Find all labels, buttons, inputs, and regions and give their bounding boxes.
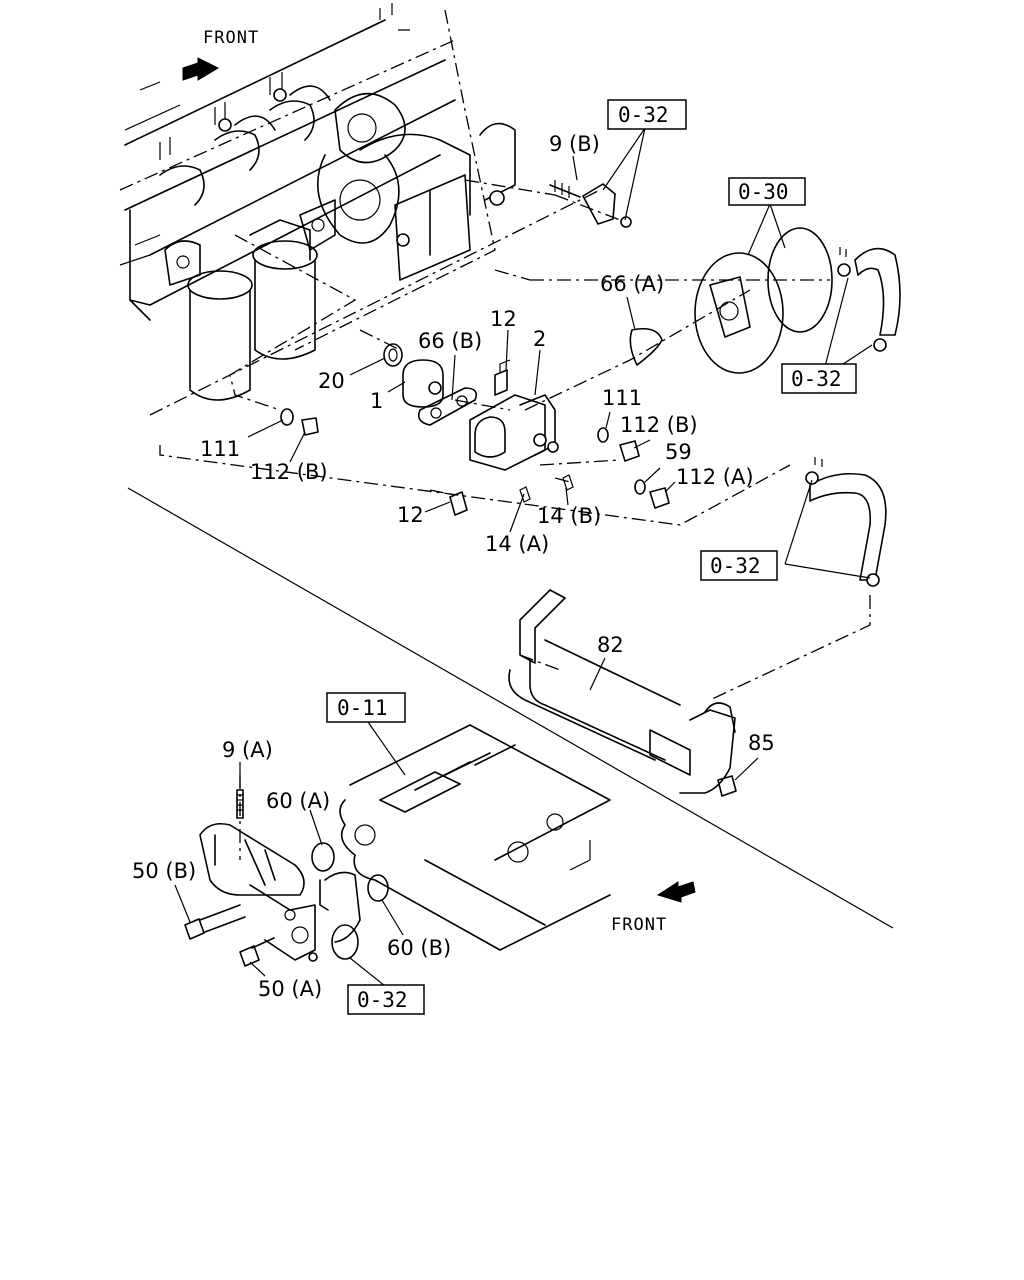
label-60a: 60 (A) (266, 789, 330, 813)
label-66b: 66 (B) (418, 329, 482, 353)
cylinder-head-drawing (339, 724, 611, 951)
egr-valve-drawing (280, 327, 670, 516)
ref-box-032-right (781, 363, 857, 394)
label-20: 20 (318, 369, 345, 393)
ref-box-032-mid (700, 550, 778, 581)
label-82: 82 (597, 633, 624, 657)
ref-030: 0-30 (738, 180, 789, 204)
label-112b-left: 112 (B) (250, 460, 328, 484)
label-12-top: 12 (490, 307, 517, 331)
label-14a: 14 (A) (485, 532, 549, 556)
ref-box-032-bottom (347, 984, 425, 1015)
part-labels: 9 (B) 66 (A) 12 2 66 (B) 20 1 111 112 (B… (132, 132, 775, 1001)
ref-032-bottom: 0-32 (357, 988, 408, 1012)
label-9a: 9 (A) (222, 738, 273, 762)
label-12-bottom: 12 (397, 503, 424, 527)
section-divider-line (127, 487, 894, 929)
front-label-bottom: FRONT (611, 915, 667, 935)
label-60b: 60 (B) (387, 936, 451, 960)
label-112a: 112 (A) (676, 465, 754, 489)
label-85: 85 (748, 731, 775, 755)
front-arrow-bottom: FRONT (611, 881, 696, 935)
flange-gasket-drawing (694, 227, 901, 374)
ref-032-top: 0-32 (618, 103, 669, 127)
front-label-top: FRONT (203, 28, 259, 48)
ref-box-030 (728, 177, 806, 206)
ref-032-right: 0-32 (791, 367, 842, 391)
ref-032-mid: 0-32 (710, 554, 761, 578)
water-pipe-drawing (508, 457, 887, 797)
label-111-right: 111 (602, 386, 642, 410)
label-111-left: 111 (200, 437, 240, 461)
ref-011: 0-11 (337, 696, 388, 720)
front-arrow-top: FRONT (182, 28, 259, 81)
label-59: 59 (665, 440, 692, 464)
label-66a: 66 (A) (600, 272, 664, 296)
label-112b-right: 112 (B) (620, 413, 698, 437)
label-14b: 14 (B) (537, 504, 601, 528)
ref-box-011 (326, 692, 406, 723)
reference-boxes: 0-32 0-30 0-32 0-32 0-11 0-32 (326, 99, 857, 1015)
label-50a: 50 (A) (258, 977, 322, 1001)
label-50b: 50 (B) (132, 859, 196, 883)
engine-manifold-drawing (119, 3, 516, 401)
label-2: 2 (533, 327, 546, 351)
leader-lines (174, 127, 873, 987)
assembly-phantom-lines (119, 9, 871, 860)
label-9b: 9 (B) (549, 132, 600, 156)
ref-box-032-top (607, 99, 687, 130)
clamp-bracket-drawing (549, 180, 632, 228)
thermostat-housing-drawing (184, 789, 389, 967)
label-1: 1 (370, 389, 383, 413)
